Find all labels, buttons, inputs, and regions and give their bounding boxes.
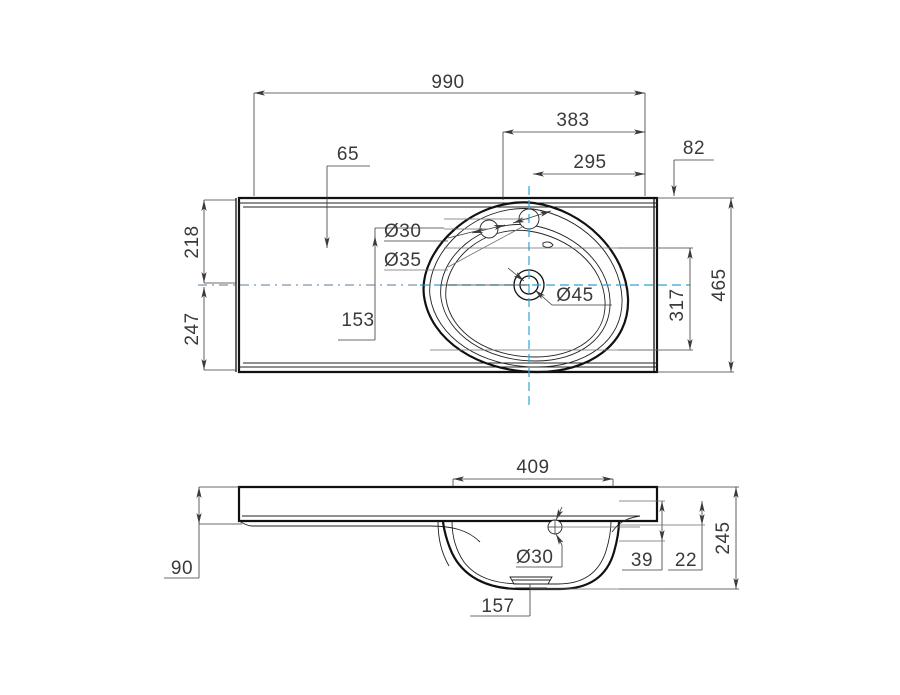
dim-465-label: 465 (709, 268, 730, 301)
dim-65-label: 65 (337, 144, 359, 165)
top-view-group: Ø45 990 383 (182, 72, 734, 410)
dim-82: 82 (671, 138, 714, 196)
dim-465: 465 (657, 197, 734, 373)
overflow-hole-label: Ø30 (516, 547, 553, 568)
side-drain-group (509, 576, 553, 589)
dim-22-label: 22 (675, 550, 697, 571)
dim-247: 247 (182, 287, 236, 371)
dim-409: 409 (452, 457, 614, 487)
dim-218-label: 218 (182, 225, 203, 258)
dim-157-label: 157 (481, 596, 514, 617)
dim-295: 295 (533, 152, 645, 177)
dim-153: 153 (338, 228, 378, 341)
side-counter-outline (237, 485, 659, 543)
dim-245-label: 245 (713, 521, 734, 554)
centerlines-top-view (198, 186, 690, 410)
dim-65: 65 (324, 144, 370, 248)
dim-317: 317 (618, 247, 693, 351)
side-view-group: Ø30 409 90 157 (164, 457, 739, 617)
drain-hole-label: Ø45 (556, 285, 593, 306)
drain-hole-group: Ø45 (507, 267, 612, 306)
dim-39: 39 (619, 500, 665, 571)
dim-247-label: 247 (182, 312, 203, 345)
tap-hole-large-label: Ø35 (384, 250, 421, 271)
dim-90-label: 90 (171, 558, 193, 579)
dim-383: 383 (502, 110, 645, 200)
dim-153-label: 153 (341, 310, 374, 331)
extension-lines-side (530, 526, 660, 590)
dim-39-label: 39 (631, 550, 653, 571)
dim-218: 218 (182, 199, 236, 284)
dim-22: 22 (619, 501, 705, 571)
dim-90: 90 (164, 486, 242, 579)
dim-82-label: 82 (683, 138, 705, 159)
dim-990-label: 990 (431, 72, 464, 93)
dim-overall-width-990: 990 (253, 72, 646, 196)
dim-409-label: 409 (516, 457, 549, 478)
tap-hole-group (471, 208, 552, 239)
dim-317-label: 317 (667, 288, 688, 321)
dim-383-label: 383 (556, 110, 589, 131)
dim-245: 245 (619, 486, 739, 590)
dim-295-label: 295 (573, 152, 606, 173)
tap-hole-small-label: Ø30 (384, 221, 421, 242)
extension-lines-top (375, 218, 690, 351)
tap-hole-labels: Ø30 Ø35 (384, 221, 525, 271)
bowl-outline (422, 201, 630, 374)
